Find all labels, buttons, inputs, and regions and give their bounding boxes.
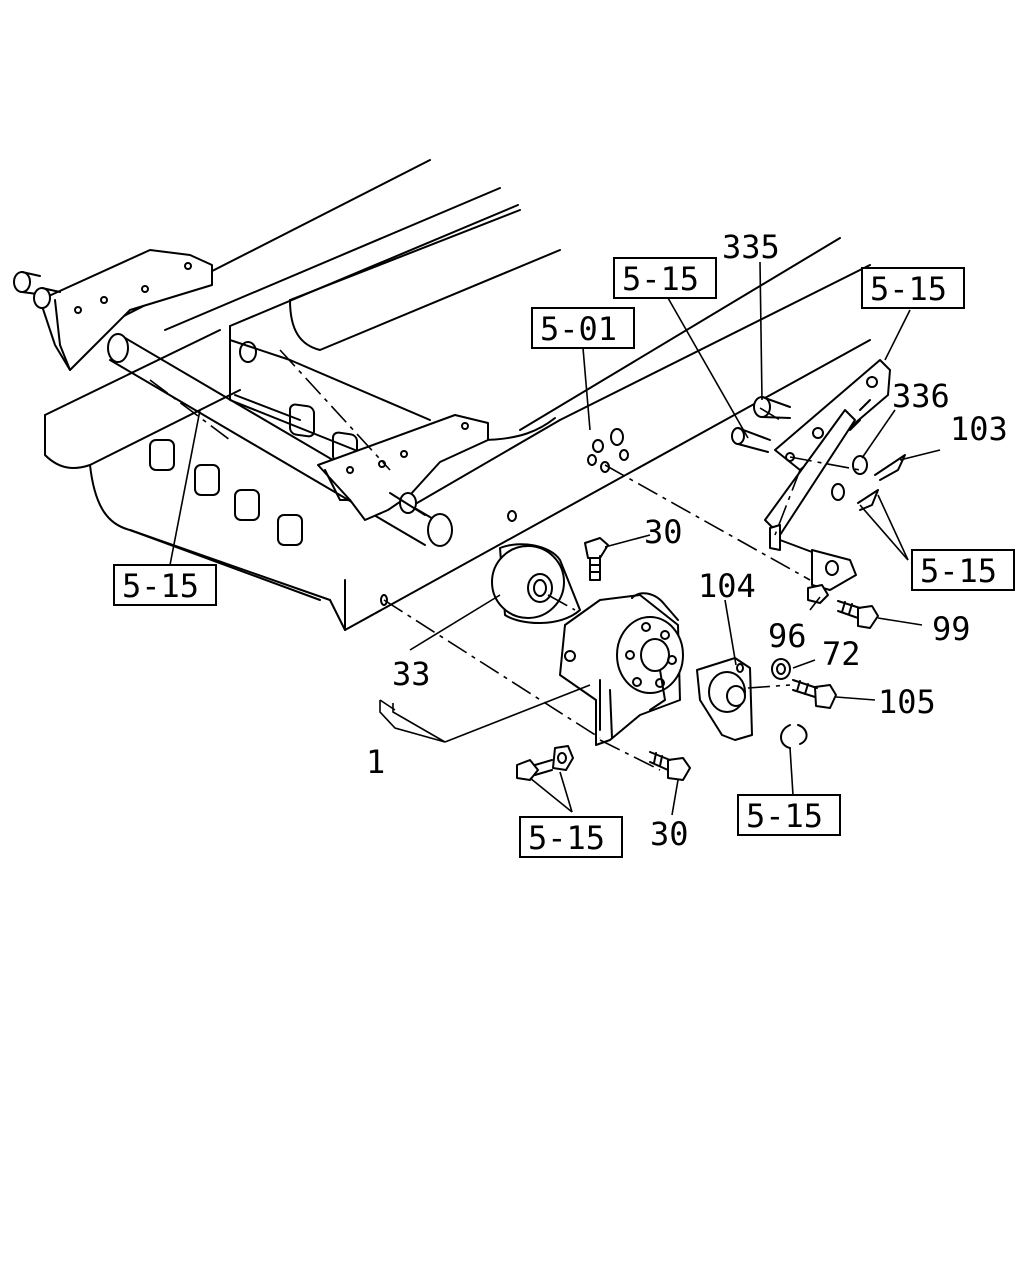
callout-box-5-15-e xyxy=(737,794,841,836)
callout-99: 99 xyxy=(932,610,971,648)
callout-336: 336 xyxy=(892,377,950,415)
fasteners xyxy=(516,537,879,781)
callout-5-15-c: 5-15 xyxy=(920,552,997,590)
mount-bracket xyxy=(559,592,684,746)
callout-96: 96 xyxy=(768,617,807,655)
callout-33: 33 xyxy=(392,655,431,693)
callout-5-15-e: 5-15 xyxy=(746,797,823,835)
callout-5-15-d: 5-15 xyxy=(122,567,199,605)
left-bracket xyxy=(13,249,213,371)
callout-box-5-15-d xyxy=(113,564,217,606)
callout-72: 72 xyxy=(822,635,861,673)
callout-box-5-15-c xyxy=(911,549,1015,591)
callout-box-5-15-b xyxy=(861,267,965,309)
callout-30-bottom: 30 xyxy=(650,815,689,853)
callout-5-15-f: 5-15 xyxy=(528,819,605,857)
callout-box-5-15-f xyxy=(519,816,623,858)
callout-105: 105 xyxy=(878,683,936,721)
callout-box-5-15-a xyxy=(613,257,717,299)
center-lines xyxy=(149,349,861,771)
right-bracket xyxy=(317,414,489,521)
callout-103: 103 xyxy=(950,410,1008,448)
callout-box-5-01 xyxy=(531,307,635,349)
callout-30-top: 30 xyxy=(644,513,683,551)
shackle-link xyxy=(731,359,906,604)
leader-lines xyxy=(169,261,941,816)
shackle-plate xyxy=(696,657,753,741)
callout-1: 1 xyxy=(366,743,385,781)
callouts: 335 5-15 5-15 5-01 336 103 30 104 5-15 5… xyxy=(113,228,1015,858)
callout-335: 335 xyxy=(722,228,780,266)
rubber-bushing xyxy=(491,543,581,624)
callout-5-01: 5-01 xyxy=(540,310,617,348)
callout-5-15-b: 5-15 xyxy=(870,270,947,308)
callout-104: 104 xyxy=(698,567,756,605)
callout-5-15-a: 5-15 xyxy=(622,260,699,298)
